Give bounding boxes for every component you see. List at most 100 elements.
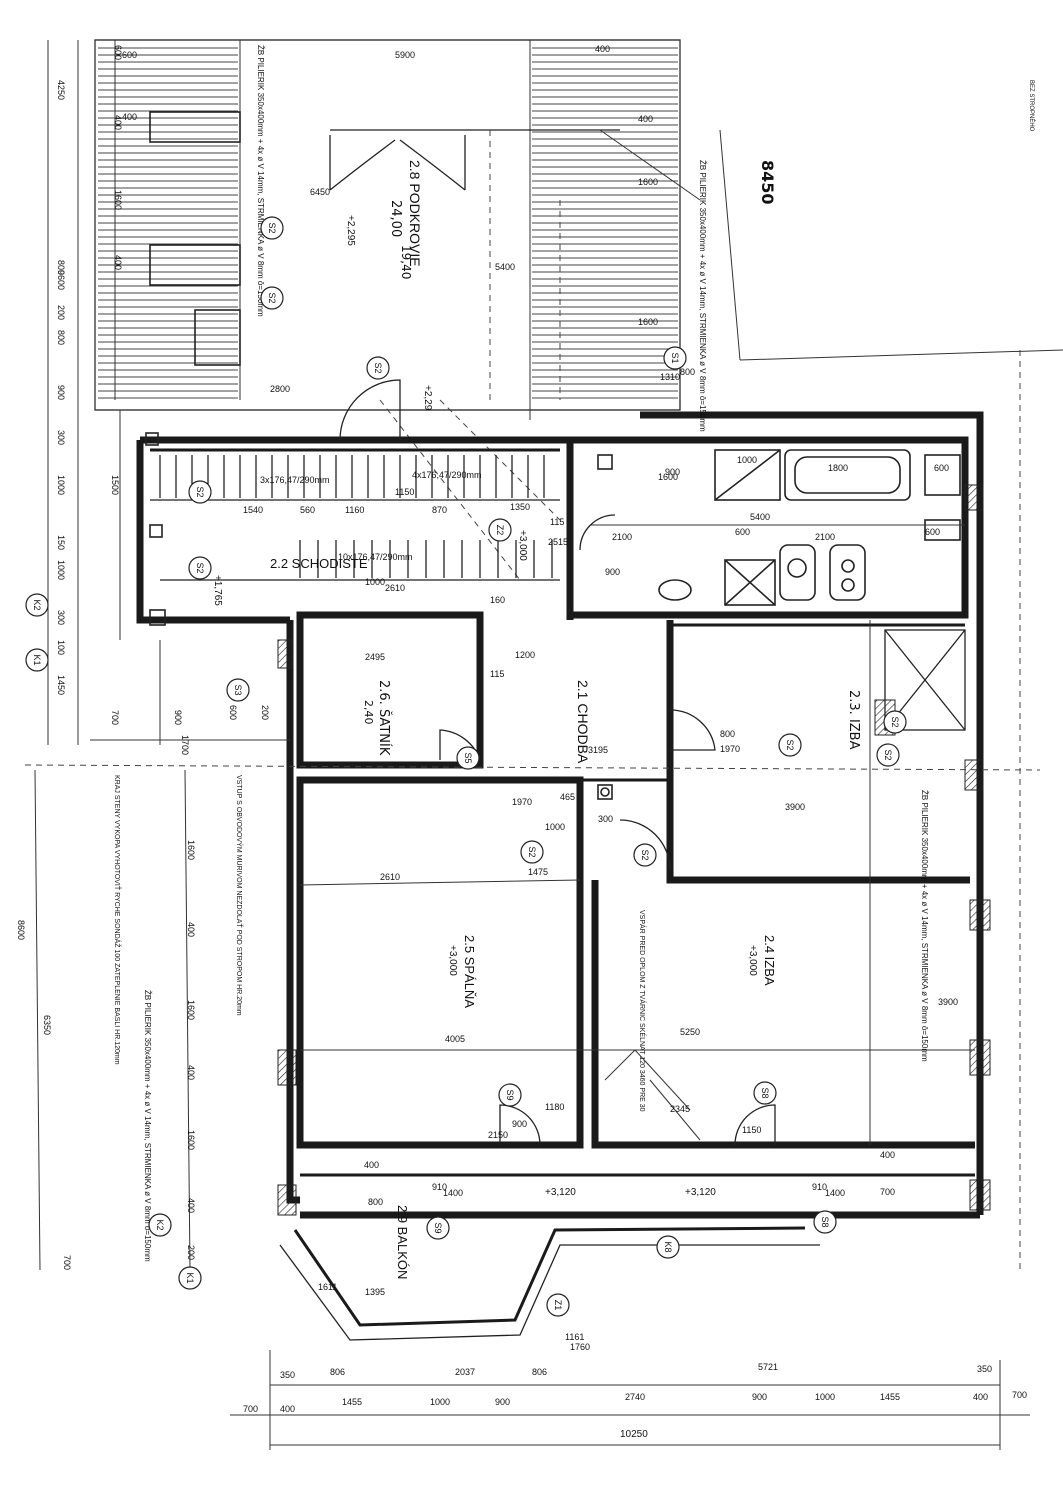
- stair-note: 3x176,47/290mm: [260, 475, 330, 485]
- dimension-value: 870: [432, 505, 447, 515]
- section-tag-circle: [178, 1266, 202, 1290]
- dimension-value: 560: [300, 505, 315, 515]
- dimension-value: 600: [228, 705, 238, 720]
- section-tag-circle: [876, 743, 900, 767]
- dimension-value: 3195: [588, 745, 608, 755]
- section-tag-circle: [778, 733, 802, 757]
- dimension-value: 910: [812, 1182, 827, 1192]
- dimension-value: 2037: [455, 1367, 475, 1377]
- dimension-value: 700: [243, 1404, 258, 1414]
- handwritten-total: 8450: [758, 160, 777, 205]
- dimension-value: 1760: [570, 1342, 590, 1352]
- room-area-satnik: 2,40: [362, 700, 375, 725]
- dimension-value: 700: [880, 1187, 895, 1197]
- left-dimensions: 4250960060040016004008002008009003001000…: [56, 45, 270, 755]
- dimension-value: 400: [973, 1392, 988, 1402]
- dimension-value: 800: [368, 1197, 383, 1207]
- dimension-value: 1180: [545, 1102, 564, 1112]
- section-tag-label: S2: [883, 749, 893, 760]
- dimension-value: 465: [560, 792, 575, 802]
- dimension-value: 1600: [658, 472, 678, 482]
- dimension-value: 1400: [443, 1188, 463, 1198]
- dimension-value: 1161: [565, 1332, 584, 1342]
- section-tag-label: S8: [820, 1216, 830, 1227]
- dimension-value: 1000: [430, 1397, 450, 1407]
- section-tag-circle: [25, 593, 49, 617]
- dimension-value: 3900: [938, 997, 958, 1007]
- dimension-value: 600: [122, 50, 137, 60]
- room-label-izba-24: 2.4 IZBA: [762, 935, 777, 986]
- doors: [339, 379, 776, 1146]
- section-tag-circle: [188, 556, 212, 580]
- dimension-value: 2100: [612, 532, 632, 542]
- dimension-value: 9600: [56, 270, 66, 290]
- section-tag-label: K8: [663, 1241, 673, 1252]
- bottom-total-dimension: 10250: [620, 1429, 648, 1440]
- dimension-value: 900: [495, 1397, 510, 1407]
- wall-note: KRAJ STENY VYKOPA VYHOTOVIŤ RYCHE SONDÁŽ…: [113, 775, 122, 1065]
- dimension-value: 5400: [495, 262, 515, 272]
- dimension-value: 2495: [365, 652, 385, 662]
- dimension-value: 1600: [186, 1130, 196, 1150]
- roof-rafters-right: [532, 47, 678, 399]
- room-level-izba-24: +3,000: [747, 945, 758, 976]
- section-tag-circle: [226, 678, 250, 702]
- section-tag-circle: [456, 746, 480, 770]
- dimension-value: 2800: [270, 384, 290, 394]
- dimension-value: 1600: [638, 317, 658, 327]
- dimension-value: 1800: [828, 463, 848, 473]
- dimension-value: 400: [113, 255, 123, 270]
- dimension-value: 900: [605, 567, 620, 577]
- section-tag-circle: [426, 1216, 450, 1240]
- section-tag-label: S3: [233, 684, 243, 695]
- dimension-value: 700: [110, 710, 120, 725]
- level-mark: +3,120: [545, 1187, 576, 1198]
- section-tag-circle: [753, 1081, 777, 1105]
- section-tag-circle: [520, 840, 544, 864]
- dimension-value: 1970: [512, 797, 532, 807]
- room-label-izba-23: 2.3. IZBA: [846, 690, 861, 750]
- level-mark: +1,765: [212, 575, 223, 606]
- room-label-satnik: 2.6. ŠATNÍK: [376, 680, 392, 756]
- dimension-value: 1611: [318, 1282, 337, 1292]
- room-label-podkrovie: 2.8 PODKROVIE: [407, 160, 423, 267]
- dimension-value: 400: [122, 112, 137, 122]
- section-tag-label: S8: [760, 1087, 770, 1098]
- dimension-value: 1700: [180, 735, 190, 755]
- dimension-value: 400: [280, 1404, 295, 1414]
- dimension-value: 800: [680, 367, 695, 377]
- dimension-value: 1150: [742, 1125, 761, 1135]
- dimension-value: 400: [186, 1198, 196, 1213]
- section-tag-circle: [488, 518, 512, 542]
- level-mark: +2,29: [422, 385, 433, 411]
- room-level-spalna: +3,000: [447, 945, 458, 976]
- dimension-value: 5250: [680, 1027, 700, 1037]
- attic-outline: [94, 39, 681, 411]
- level-mark: +3,000: [517, 530, 528, 561]
- level-mark: +2,295: [345, 215, 356, 246]
- dimension-value: 8600: [16, 920, 26, 940]
- dimension-value: 2610: [385, 583, 405, 593]
- section-tag-label: S2: [195, 486, 205, 497]
- dimension-value: 350: [977, 1364, 992, 1374]
- dimension-value: 1150: [395, 487, 414, 497]
- dimension-value: 400: [638, 114, 653, 124]
- dimension-value: 1600: [186, 1000, 196, 1020]
- top-dimensions: 5900400600400645054001600400160080028001…: [122, 44, 695, 497]
- section-tag-label: S2: [267, 222, 277, 233]
- bottom-dimension-lines: [230, 1350, 1030, 1450]
- dimension-value: 1000: [815, 1392, 835, 1402]
- dimension-value: 900: [56, 385, 66, 400]
- dimension-value: 1350: [510, 502, 530, 512]
- dimension-value: 400: [113, 115, 123, 130]
- section-tags: S2S2S2S2S2S2S1S2S2S3S2S2S5S9S9S8S8Z1K8K1…: [25, 216, 907, 1317]
- dimension-value: 6450: [310, 187, 330, 197]
- dimension-value: 2150: [488, 1130, 508, 1140]
- dimension-value: 100: [56, 640, 66, 655]
- dimension-value: 4250: [56, 80, 66, 100]
- section-tag-circle: [663, 346, 687, 370]
